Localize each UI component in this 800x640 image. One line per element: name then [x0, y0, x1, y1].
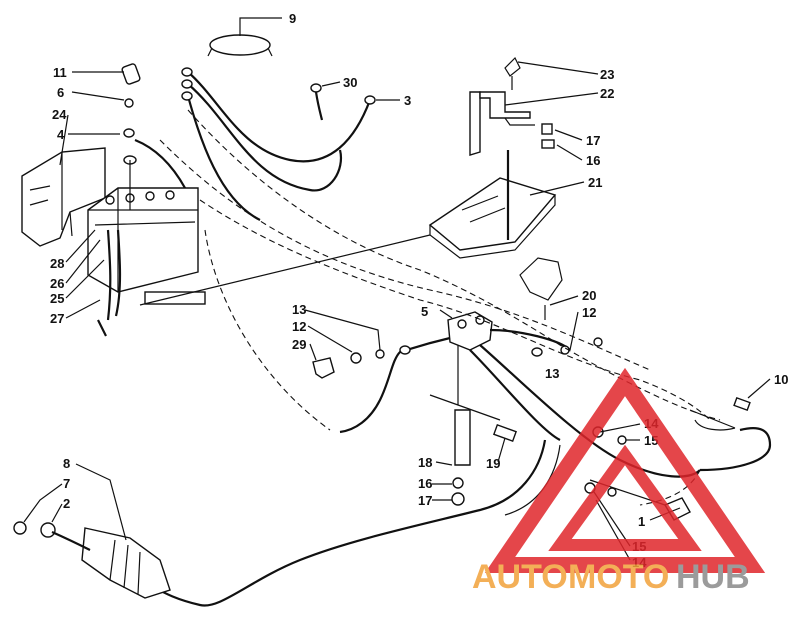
part-label-17: 17	[586, 133, 600, 148]
harness-routing	[159, 109, 721, 431]
cables-top	[181, 67, 376, 221]
solenoid	[447, 311, 493, 405]
part-label-20: 20	[582, 288, 596, 303]
part-label-28: 28	[50, 256, 64, 271]
watermark-moto: MOTO	[568, 558, 669, 596]
part-label-19: 19	[486, 456, 500, 471]
battery-cover	[21, 147, 106, 247]
battery-cables	[97, 138, 186, 337]
part-labels: 9 11 6 24 4 28 26 25 27 30 3 23 22 17 16…	[50, 11, 788, 570]
watermark-logo: AUTO MOTO HUB	[472, 367, 766, 596]
battery	[87, 187, 206, 305]
stud-lower	[429, 394, 501, 506]
part-label-17-lower: 17	[418, 493, 432, 508]
part-label-5: 5	[421, 304, 428, 319]
part-label-24: 24	[52, 107, 67, 122]
part-label-8: 8	[63, 456, 70, 471]
part-label-3: 3	[404, 93, 411, 108]
connector-19	[492, 423, 518, 443]
part-label-11: 11	[53, 65, 67, 80]
part-label-16: 16	[586, 153, 600, 168]
part-label-22: 22	[600, 86, 614, 101]
part-label-1: 1	[638, 514, 645, 529]
part-label-25: 25	[50, 291, 64, 306]
part-label-6: 6	[57, 85, 64, 100]
terminal-bolts	[121, 63, 141, 210]
part-label-23: 23	[600, 67, 614, 82]
ignition-coil	[13, 521, 171, 599]
watermark-auto: AUTO	[472, 558, 568, 596]
part-label-4: 4	[57, 127, 65, 142]
part-label-12: 12	[582, 305, 596, 320]
mount-bracket	[519, 257, 563, 320]
solenoid-cables	[339, 328, 701, 478]
connector-10	[689, 396, 751, 431]
part-label-30: 30	[343, 75, 357, 90]
part-label-13-left: 13	[292, 302, 306, 317]
part-label-16-lower: 16	[418, 476, 432, 491]
part-label-9: 9	[289, 11, 296, 26]
battery-strap	[207, 34, 273, 57]
part-label-21: 21	[588, 175, 602, 190]
part-label-12-left: 12	[292, 319, 306, 334]
leader-lines	[23, 17, 771, 561]
battery-tray	[428, 123, 557, 259]
watermark-hub: HUB	[676, 558, 750, 596]
part-label-10: 10	[774, 372, 788, 387]
bracket	[469, 56, 535, 156]
part-label-2: 2	[63, 496, 70, 511]
part-label-26: 26	[50, 276, 64, 291]
part-label-27: 27	[50, 311, 64, 326]
part-label-7: 7	[63, 476, 70, 491]
part-label-18: 18	[418, 455, 432, 470]
part-label-13-right: 13	[545, 366, 559, 381]
ground-line	[139, 234, 431, 306]
part-label-29: 29	[292, 337, 306, 352]
nut-group-left	[312, 349, 385, 379]
